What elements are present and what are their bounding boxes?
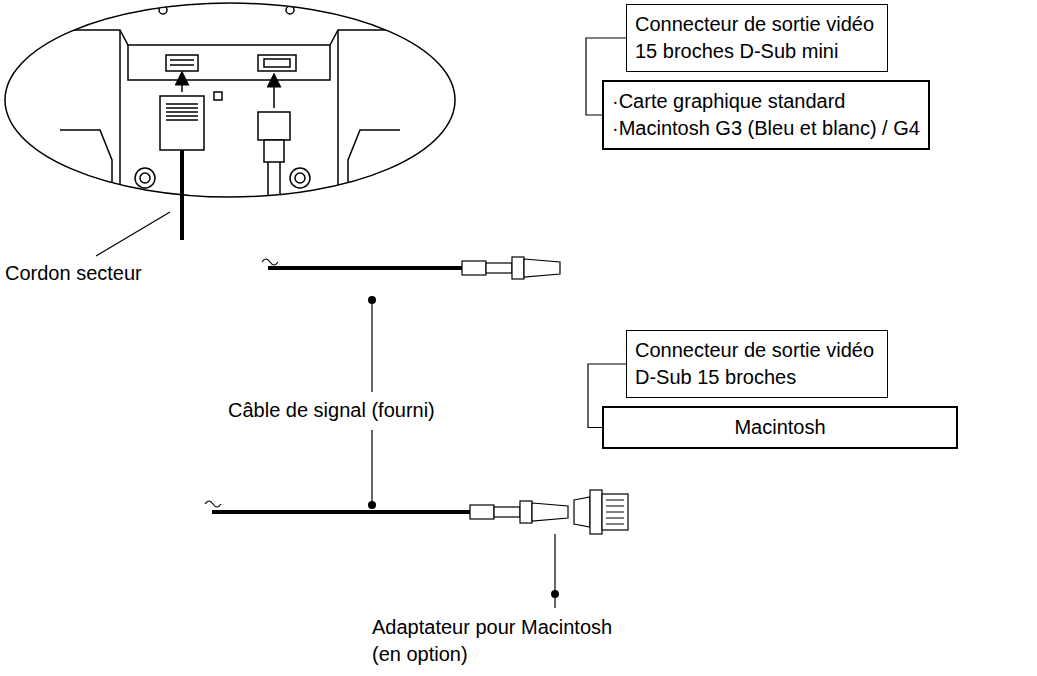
device-box: Macintosh (602, 406, 958, 449)
box-text: Connecteur de sortie vidéo 15 broches D-… (635, 11, 879, 65)
connector-box: Connecteur de sortie vidéo 15 broches D-… (626, 4, 888, 72)
box-text: Connecteur de sortie vidéo D-Sub 15 broc… (635, 337, 879, 391)
part-label: Cordon secteur (5, 260, 142, 287)
device-box: ·Carte graphique standard·Macintosh G3 (… (602, 80, 930, 150)
part-label: Câble de signal (fourni) (228, 397, 435, 424)
box-text: Macintosh (612, 414, 948, 441)
part-label: Adaptateur pour Macintosh (en option) (372, 614, 634, 668)
box-text: ·Macintosh G3 (Bleu et blanc) / G4 (612, 115, 920, 142)
box-text: ·Carte graphique standard (612, 88, 920, 115)
connector-box: Connecteur de sortie vidéo D-Sub 15 broc… (626, 330, 888, 398)
